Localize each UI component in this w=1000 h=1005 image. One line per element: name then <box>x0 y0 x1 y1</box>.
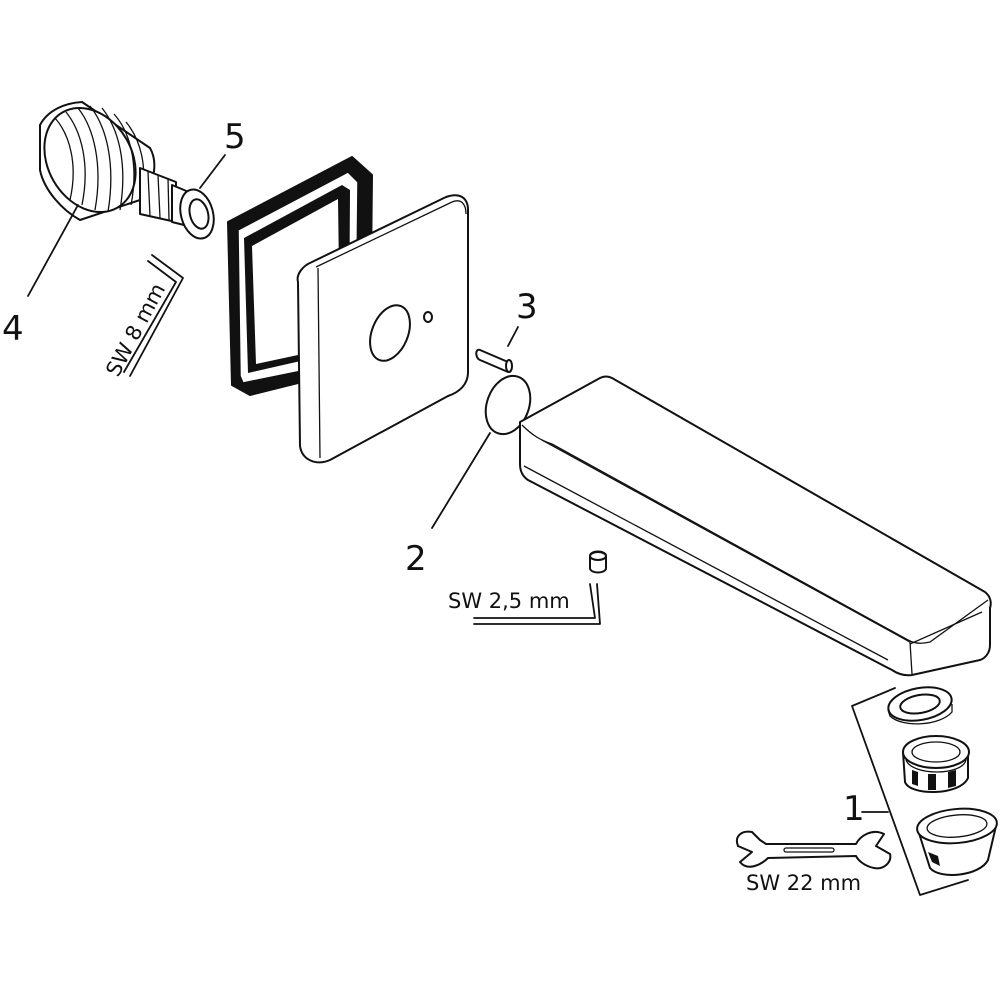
part-3-pin <box>475 348 513 373</box>
part-4-ribbed-connector <box>39 101 197 229</box>
hex-key-small-label: SW 2,5 mm <box>448 589 570 613</box>
cover-plate <box>296 194 469 464</box>
part-2-o-ring <box>484 374 532 436</box>
part-5-fitting-ring <box>179 188 215 240</box>
spout-body <box>519 375 992 677</box>
aerator-insert <box>902 735 970 793</box>
aerator-housing <box>916 807 998 876</box>
leader-line-5 <box>199 154 226 189</box>
callout-2: 2 <box>405 539 427 579</box>
leader-line-4 <box>27 204 79 297</box>
leader-line-2 <box>431 432 491 529</box>
leader-line-3 <box>507 326 519 347</box>
callout-3: 3 <box>516 287 538 327</box>
wrench-icon <box>736 830 892 870</box>
hex-key-large <box>123 254 184 377</box>
callout-1: 1 <box>843 789 865 829</box>
hex-key-small <box>473 583 601 625</box>
wrench-label: SW 22 mm <box>746 871 861 895</box>
grub-screw <box>589 550 607 574</box>
callout-4: 4 <box>2 309 24 349</box>
group-bracket <box>851 687 969 896</box>
aerator-washer <box>887 686 953 725</box>
callout-5: 5 <box>224 117 246 157</box>
part-1-aerator-set <box>851 686 998 896</box>
